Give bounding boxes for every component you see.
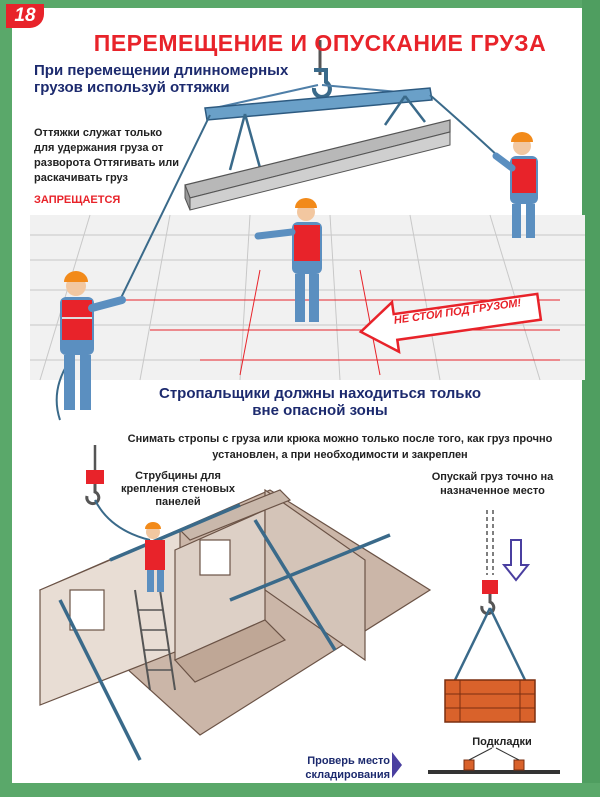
ladder [134,522,176,691]
check-storage-label: Проверь место складирования [305,755,390,781]
tag-line-note: Оттяжки служат только для удержания груз… [34,127,180,184]
frame-right [582,0,600,797]
pads-diagram [428,747,560,774]
remove-slings-rule: Снимать стропы с груза или крюка можно т… [127,433,553,461]
crane-hook-icon [453,510,527,681]
page-title: ПЕРЕМЕЩЕНИЕ И ОПУСКАНИЕ ГРУЗА [93,30,547,56]
worker-center [254,198,322,322]
lower-precisely-label: Опускай груз точно на назначенное место [431,471,554,497]
tag-line-right [429,94,501,159]
lead-text: При перемещении длинномерных грузов испо… [34,62,289,96]
tag-line-left [119,114,211,301]
arrow-right-icon [392,752,402,778]
crane-hook-icon [85,445,151,541]
arrow-down-icon [501,539,531,582]
danger-zone-rule: Стропальщики должны находиться только вн… [158,385,481,419]
worker-left [60,271,126,410]
wall-panels [39,488,366,706]
forbidden-label: ЗАПРЕЩАЕТСЯ [34,194,121,206]
worker-right [492,132,538,238]
crate [444,679,536,723]
slings [228,95,426,176]
frame-top [0,0,600,8]
warning-arrow [358,292,543,354]
clamps-label: Струбцины для крепления стеновых панелей [120,470,236,508]
spreader-beam [204,87,433,121]
load-beam [184,119,451,211]
frame-left [0,0,12,797]
pads-label: Подкладки [472,736,532,748]
frame-bottom [0,783,600,797]
page-number: 18 [6,4,44,28]
braces [58,503,391,761]
